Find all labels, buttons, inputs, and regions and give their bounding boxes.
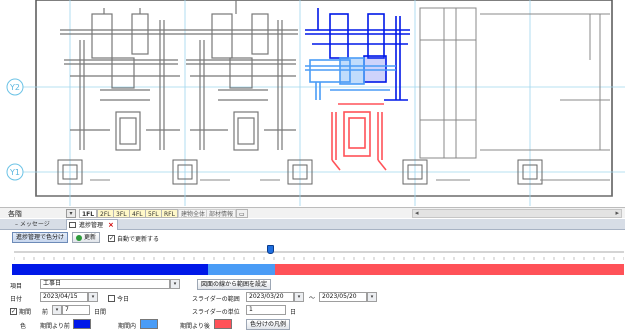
today-check-box[interactable] — [108, 295, 115, 302]
horizontal-scrollbar[interactable]: ◂ ▸ — [412, 209, 622, 218]
color-by-progress-button[interactable]: 進捗管理で色分け — [12, 232, 69, 243]
table-icon — [69, 222, 76, 228]
today-checkbox[interactable]: 今日 — [108, 294, 129, 303]
update-button[interactable]: 更新 — [72, 232, 101, 243]
set-range-from-drawing-button[interactable]: 図面の線から範囲を設定 — [197, 279, 272, 290]
slider-ticks — [14, 257, 624, 260]
today-label: 今日 — [117, 296, 130, 303]
floor-tab-member-info[interactable]: 部材情報 — [206, 209, 237, 218]
legend-before-label: 期間より前 — [40, 323, 70, 330]
legend-before-swatch[interactable] — [73, 319, 91, 329]
range-separator: 〜 — [309, 295, 316, 302]
grid-bubble-y2: Y2 — [6, 78, 24, 96]
slider-range-label: スライダーの範囲 — [192, 296, 240, 303]
tab-progress-label: 進捗管理 — [79, 222, 104, 229]
range-end-calendar-icon[interactable]: ▾ — [367, 292, 377, 302]
floor-tab-1fl[interactable]: 1FL — [79, 209, 98, 218]
scroll-right-icon[interactable]: ▸ — [615, 209, 619, 217]
unit-day-label: 日 — [290, 309, 297, 316]
close-icon[interactable]: × — [107, 221, 114, 229]
grid-label-y2: Y2 — [9, 83, 20, 92]
floor-tab-bar: 各階 ▾ 1FL 2FL 3FL 4FL 5FL RFL 建物全体 部材情報 ▭… — [0, 207, 625, 218]
tab-progress[interactable]: 進捗管理 × — [66, 219, 118, 230]
refresh-icon — [76, 234, 82, 241]
timeline-slider-thumb[interactable] — [267, 245, 275, 254]
timeline-slider-track[interactable] — [14, 251, 624, 253]
auto-update-checkbox[interactable]: ✓ 自動で更新する — [108, 234, 159, 243]
grid-label-y1: Y1 — [9, 168, 20, 177]
period-check-box[interactable]: ✓ — [10, 308, 17, 315]
item-label: 項目 — [10, 283, 23, 290]
tab-message-label: メッセージ — [19, 221, 50, 228]
date-label: 日付 — [10, 296, 23, 303]
segment-after — [275, 264, 624, 275]
range-start-input[interactable]: 2023/03/20 — [246, 292, 294, 302]
slider-unit-input[interactable]: 1 — [246, 305, 286, 315]
progress-toolbar: 進捗管理で色分け 更新 ✓ 自動で更新する — [0, 231, 625, 244]
date-input[interactable]: 2023/04/15 — [40, 292, 88, 302]
progress-color-bar — [12, 264, 624, 275]
period-days-input[interactable]: 7 — [62, 305, 90, 315]
before-label: 前 — [42, 309, 49, 316]
period-checkbox[interactable]: ✓ 期間 — [10, 307, 31, 316]
legend-after-label: 期間より後 — [180, 323, 210, 330]
scroll-left-icon[interactable]: ◂ — [415, 209, 419, 217]
color-label: 色 — [20, 323, 27, 330]
floor-tab-2fl[interactable]: 2FL — [97, 209, 114, 218]
slider-unit-label: スライダーの単位 — [192, 309, 240, 316]
segment-before — [12, 264, 208, 275]
range-end-input[interactable]: 2023/05/20 — [319, 292, 367, 302]
update-button-label: 更新 — [84, 234, 97, 241]
legend-after-swatch[interactable] — [214, 319, 232, 329]
date-calendar-icon[interactable]: ▾ — [88, 292, 98, 302]
floor-tab-menu-icon[interactable]: ▭ — [236, 209, 248, 218]
cad-drawing-canvas[interactable]: Y2 Y1 — [0, 0, 625, 206]
auto-update-label: 自動で更新する — [117, 236, 160, 243]
floor-tab-3fl[interactable]: 3FL — [113, 209, 130, 218]
days-unit-label: 日間 — [94, 309, 107, 316]
floor-tab-4fl[interactable]: 4FL — [129, 209, 146, 218]
panel-tab-bar: – メッセージ 進捗管理 × — [0, 219, 625, 230]
segment-during — [207, 264, 276, 275]
item-dropdown-icon[interactable]: ▾ — [170, 279, 180, 289]
grid-bubble-y1: Y1 — [6, 163, 24, 181]
period-direction-dropdown-icon[interactable]: ▾ — [52, 305, 62, 315]
color-legend-button[interactable]: 色分けの凡例 — [246, 319, 291, 330]
timeline-slider-area — [0, 244, 625, 278]
level-dropdown-icon[interactable]: ▾ — [66, 209, 76, 218]
level-label: 各階 — [8, 210, 22, 218]
range-start-calendar-icon[interactable]: ▾ — [294, 292, 304, 302]
legend-during-swatch[interactable] — [140, 319, 158, 329]
item-select[interactable]: 工事日 — [40, 279, 170, 289]
floor-tab-building[interactable]: 建物全体 — [178, 209, 209, 218]
floor-tab-5fl[interactable]: 5FL — [145, 209, 162, 218]
legend-during-label: 期間内 — [118, 323, 137, 330]
auto-update-check-box[interactable]: ✓ — [108, 235, 115, 242]
tab-message[interactable]: – メッセージ — [15, 221, 50, 228]
floor-tab-rfl[interactable]: RFL — [161, 209, 178, 218]
drawing-svg: Y2 Y1 — [6, 0, 625, 206]
period-label: 期間 — [19, 309, 32, 316]
progress-settings-form: 項目 工事日 ▾ 図面の線から範囲を設定 日付 2023/04/15 ▾ 今日 … — [0, 278, 625, 334]
